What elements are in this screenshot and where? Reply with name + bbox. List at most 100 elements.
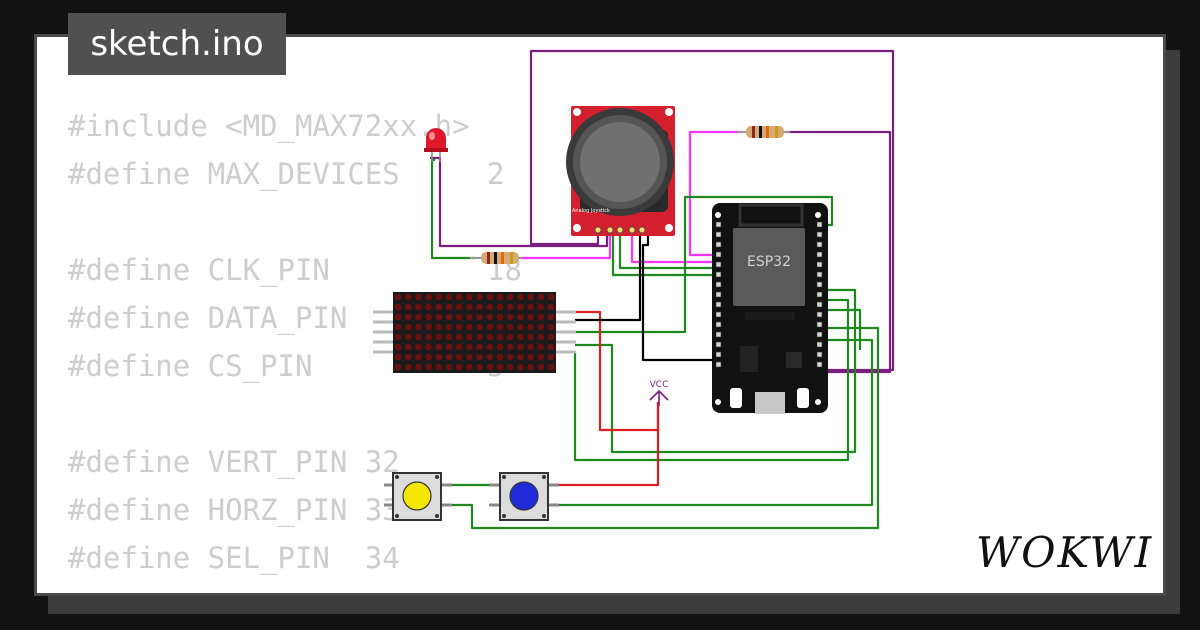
matrix-led [425,303,432,311]
matrix-led [404,333,412,341]
matrix-led [455,353,463,361]
wire-red [575,310,660,432]
matrix-led [517,363,524,371]
matrix-led [394,293,402,301]
matrix-led [547,353,555,361]
wokwi-logo: WOKWI [976,528,1154,577]
matrix-led [415,363,422,371]
matrix-led [394,323,402,331]
wire-green [445,326,880,530]
analog-joystick: Analog Joystick [566,106,675,236]
matrix-led [425,313,432,321]
matrix-led [506,363,514,371]
matrix-led [506,353,514,361]
matrix-led [445,333,453,341]
code-line: #define CLK_PIN 18 [68,253,522,287]
matrix-led [537,323,545,331]
wire-black [641,232,712,362]
code-background: #include <MD_MAX72xx.h> #define MAX_DEVI… [68,102,522,582]
matrix-led [517,293,524,301]
matrix-led [517,323,524,331]
matrix-led [527,313,534,321]
matrix-led [466,353,473,361]
matrix-led [527,323,534,331]
matrix-led [486,343,494,351]
matrix-led [506,333,514,341]
matrix-led [455,333,463,341]
matrix-led [527,353,534,361]
matrix-led [496,293,504,301]
matrix-led [466,293,473,301]
matrix-led [425,323,432,331]
wire-green [550,338,874,507]
matrix-led [404,323,412,331]
matrix-led [506,343,514,351]
wire-green [611,232,712,277]
matrix-led [394,313,402,321]
matrix-led [445,363,453,371]
filename-tab[interactable]: sketch.ino [68,13,286,75]
wire-red [550,402,660,487]
code-line: #define CS_PIN 5 [68,349,505,383]
matrix-led [415,353,422,361]
wire-green [575,195,834,334]
resistor [737,126,790,138]
matrix-led [445,353,453,361]
matrix-led [404,343,412,351]
matrix-led [455,293,463,301]
matrix-led [547,333,555,341]
matrix-led [404,363,412,371]
matrix-led [445,303,453,311]
matrix-led [404,353,412,361]
matrix-led [445,323,453,331]
matrix-led [547,363,555,371]
matrix-led [486,313,494,321]
matrix-led [537,313,545,321]
svg-text:ESP32: ESP32 [747,254,791,270]
matrix-led [496,353,504,361]
matrix-led [537,303,545,311]
matrix-led [404,293,412,301]
matrix-led [476,333,483,341]
matrix-led [425,293,432,301]
matrix-led [527,343,534,351]
matrix-led [415,293,422,301]
led-matrix [373,292,576,373]
matrix-led [435,363,443,371]
matrix-led [527,333,534,341]
matrix-led [466,343,473,351]
matrix-led [476,343,483,351]
matrix-led [455,303,463,311]
matrix-led [486,363,494,371]
matrix-led [445,293,453,301]
matrix-led [415,323,422,331]
matrix-led [394,333,402,341]
matrix-led [486,303,494,311]
matrix-led [547,303,555,311]
matrix-led [435,293,443,301]
matrix-led [455,323,463,331]
matrix-led [547,323,555,331]
matrix-led [425,353,432,361]
matrix-led [476,323,483,331]
matrix-led [404,313,412,321]
matrix-led [537,363,545,371]
matrix-led [537,353,545,361]
matrix-led [425,333,432,341]
blue-pushbutton [489,472,559,521]
matrix-led [527,293,534,301]
matrix-led [547,313,555,321]
matrix-led [517,333,524,341]
matrix-led [486,333,494,341]
svg-text:VCC: VCC [650,380,669,390]
matrix-led [496,323,504,331]
matrix-led [415,333,422,341]
matrix-led [445,313,453,321]
matrix-led [415,313,422,321]
code-line: #define HORZ_PIN 33 [68,493,400,527]
matrix-led [415,303,422,311]
matrix-led [435,313,443,321]
red-led [424,128,448,162]
wire-green [618,232,712,270]
matrix-led [394,363,402,371]
